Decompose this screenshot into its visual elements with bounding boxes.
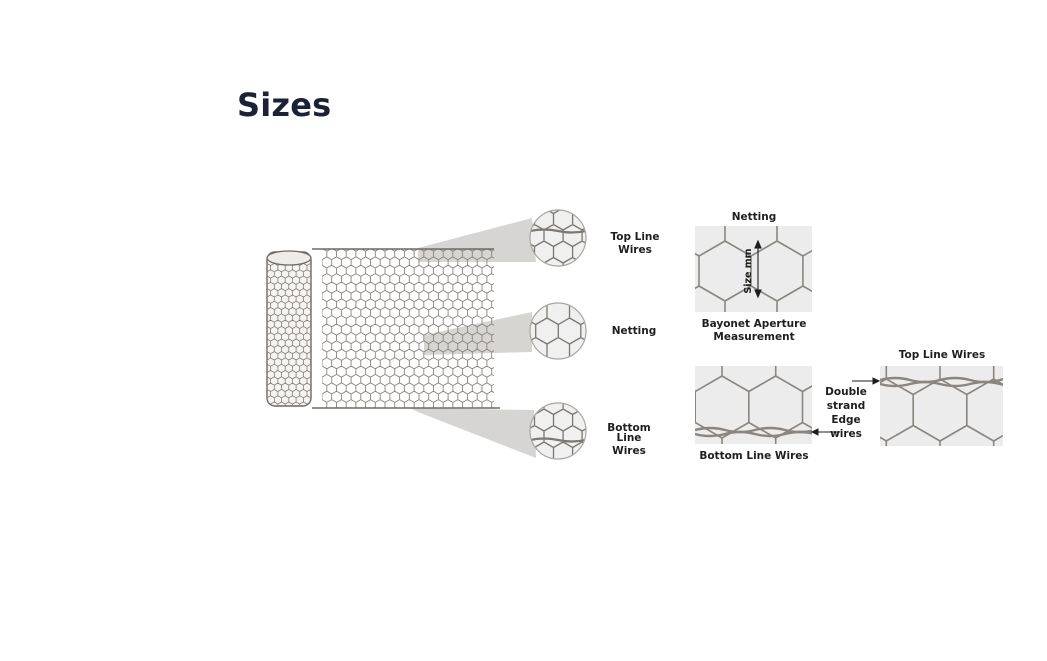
size-dimension-label: Size mm (743, 248, 754, 293)
label-netting: Netting (611, 325, 657, 337)
edge-wire-arrows (810, 377, 881, 436)
detail-netting-caption-line1: Bayonet Aperture (701, 318, 807, 330)
edge-wires-label-line1: Double (825, 386, 867, 398)
detail-top-title: Top Line Wires (898, 349, 986, 361)
detail-panel-bottom-line-wires (695, 366, 812, 444)
mesh-roll (266, 250, 312, 407)
callout-wedge-bottom (410, 408, 536, 458)
detail-panel-netting: Size mm (695, 226, 812, 312)
detail-netting-caption: Bayonet Aperture Measurement (697, 318, 811, 344)
detail-bottom-caption: Bottom Line Wires (699, 450, 809, 462)
detail-panel-top-line-wires (880, 366, 1003, 446)
hex-mesh-cells (530, 303, 586, 359)
detail-netting-caption-line2: Measurement (713, 331, 795, 343)
edge-wires-label-line2: strand (826, 400, 866, 412)
detail-netting-title: Netting (731, 211, 777, 223)
hex-mesh-cells (695, 226, 812, 312)
mesh-sheet (322, 249, 494, 408)
hex-mesh-cells (880, 366, 1003, 446)
callout-wedge-top (418, 218, 536, 262)
label-bottom-line-wires-line2: Line Wires (612, 432, 646, 457)
edge-wires-label: Double strand Edge wires (814, 385, 878, 441)
page-title: Sizes (237, 86, 332, 124)
label-bottom-line-wires-line1: Bottom (607, 422, 651, 434)
size-dimension-arrow (754, 239, 762, 299)
callout-shadows (410, 218, 536, 458)
label-bottom-line-wires: Bottom Line Wires (598, 422, 660, 458)
roll-end (266, 250, 312, 266)
edge-wires-label-line3: Edge wires (830, 414, 862, 440)
callout-wedge-middle (424, 312, 532, 355)
label-top-line-wires: Top Line Wires (610, 231, 660, 256)
hex-mesh-cells (695, 366, 812, 444)
callout-circle-netting (529, 302, 587, 360)
hex-mesh-cells (322, 249, 494, 408)
